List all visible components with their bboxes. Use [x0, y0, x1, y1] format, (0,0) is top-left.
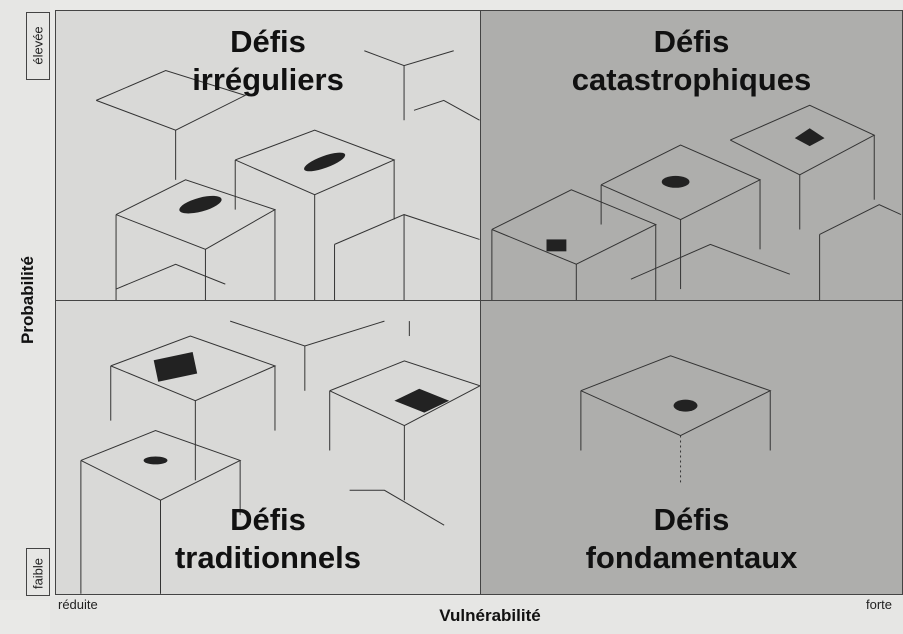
y-low-box: [26, 548, 50, 596]
quadrant-title-line1: Défis: [653, 502, 730, 537]
quadrant-title-line2: irréguliers: [192, 62, 344, 97]
isometric-blocks-illustration: [80, 320, 480, 594]
y-axis-strip: [0, 0, 50, 600]
x-axis-title: Vulnérabilité: [439, 606, 541, 625]
quadrant-title-line1: Défis: [230, 24, 306, 59]
quadrant-title: Défis traditionnels: [56, 501, 480, 577]
quadrant-title: Défis irréguliers: [56, 23, 480, 99]
quadrant-title-line2: fondamentaux: [585, 540, 798, 575]
quadrant-traditional: Défis traditionnels: [55, 301, 481, 595]
isometric-blocks-illustration: [580, 355, 772, 486]
quadrant-fundamental: Défis fondamentaux: [481, 301, 903, 595]
x-low-label: réduite: [58, 597, 98, 612]
isometric-blocks-illustration: [491, 104, 902, 300]
y-axis-title: Probabilité: [18, 256, 37, 344]
isometric-blocks-illustration: [95, 50, 480, 300]
quadrant-irregular: Défis irréguliers: [55, 10, 481, 301]
quadrant-title-line1: Défis: [653, 24, 730, 59]
y-high-box: [26, 12, 50, 80]
x-axis-strip: [50, 596, 903, 634]
quadrant-title-line2: traditionnels: [174, 540, 361, 575]
quadrant-catastrophic: Défis catastrophiques: [481, 10, 903, 301]
quadrant-title: Défis fondamentaux: [481, 501, 902, 577]
x-high-label: forte: [866, 597, 893, 612]
quadrant-title: Défis catastrophiques: [481, 23, 902, 99]
y-low-label: faible: [30, 557, 46, 590]
y-high-label: élevée: [30, 26, 46, 65]
quadrant-title-line1: Défis: [230, 502, 306, 537]
quadrant-title-line2: catastrophiques: [571, 62, 812, 97]
